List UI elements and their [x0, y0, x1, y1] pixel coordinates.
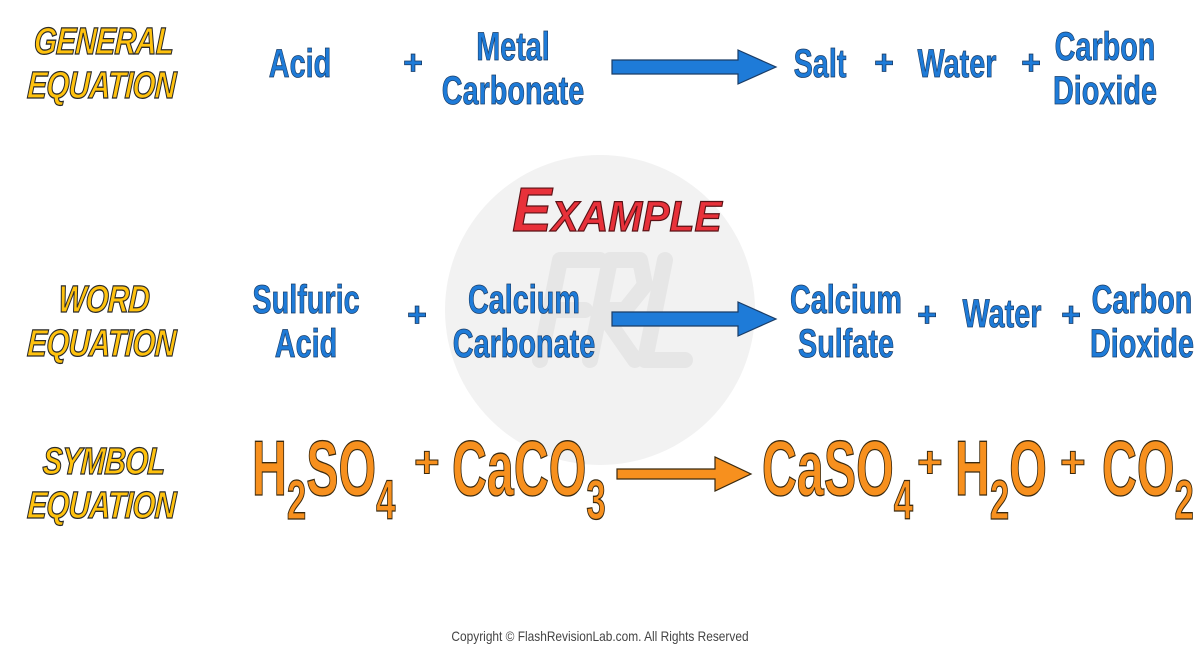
- label-line: WORD: [57, 278, 151, 321]
- formula-water: H2O: [955, 427, 1048, 528]
- text-line: Calcium: [467, 278, 581, 323]
- general-equation-label: GENERAL EQUATION: [26, 20, 179, 108]
- label-line: EQUATION: [26, 64, 177, 107]
- general-product-salt: Salt: [793, 42, 847, 87]
- plus-sign: +: [917, 296, 938, 335]
- plus-sign: +: [403, 44, 424, 83]
- plus-sign: +: [1060, 438, 1087, 488]
- copyright-notice: Copyright © FlashRevisionLab.com. All Ri…: [451, 628, 749, 644]
- general-reactant-acid: Acid: [268, 42, 332, 87]
- arrow-icon: [611, 49, 778, 85]
- subscript: 4: [376, 468, 396, 531]
- word-reactant-calcium-carbonate: Calcium Carbonate: [452, 278, 596, 367]
- formula-carbon-dioxide: CO2: [1102, 427, 1195, 528]
- symbol: CaCO: [452, 424, 587, 512]
- text-line: Sulfate: [797, 322, 895, 367]
- plus-sign: +: [414, 438, 441, 488]
- word-product-carbon-dioxide: Carbon Dioxide: [1089, 278, 1195, 367]
- general-reactant-metal-carbonate: Metal Carbonate: [441, 25, 585, 114]
- symbol: CO: [1102, 424, 1175, 512]
- subscript: 2: [1174, 468, 1194, 531]
- label-line: EQUATION: [26, 484, 177, 527]
- watermark-logo: [532, 252, 693, 368]
- word-product-water: Water: [962, 292, 1042, 337]
- subscript: 3: [586, 468, 606, 531]
- text-line: Carbonate: [452, 322, 596, 367]
- text-line: Dioxide: [1052, 69, 1158, 114]
- formula-calcium-sulfate: CaSO4: [762, 427, 914, 528]
- plus-sign: +: [407, 296, 428, 335]
- text-line: Metal: [476, 25, 550, 70]
- label-line: EQUATION: [26, 322, 177, 365]
- plus-sign: +: [874, 44, 895, 83]
- symbol: H: [252, 424, 288, 512]
- plus-sign: +: [917, 438, 944, 488]
- formula-sulfuric-acid: H2SO4: [252, 427, 396, 528]
- formula-calcium-carbonate: CaCO3: [452, 427, 606, 528]
- word-reactant-sulfuric-acid: Sulfuric Acid: [252, 278, 360, 367]
- symbol-equation-label: SYMBOL EQUATION: [26, 440, 179, 528]
- label-line: GENERAL: [32, 20, 175, 63]
- text-line: Carbon: [1054, 25, 1156, 70]
- subscript: 2: [286, 468, 307, 531]
- text-line: Carbon: [1091, 278, 1193, 323]
- symbol: O: [1009, 424, 1047, 512]
- label-line: SYMBOL: [41, 440, 167, 483]
- subscript: 4: [893, 468, 914, 531]
- symbol: SO: [306, 424, 377, 512]
- plus-sign: +: [1021, 44, 1042, 83]
- text-line: Calcium: [789, 278, 903, 323]
- symbol: CaSO: [762, 424, 894, 512]
- word-equation-label: WORD EQUATION: [26, 278, 179, 366]
- general-product-carbon-dioxide: Carbon Dioxide: [1052, 25, 1158, 114]
- arrow-icon: [611, 301, 778, 337]
- text-line: Sulfuric: [252, 278, 360, 323]
- symbol: H: [955, 424, 991, 512]
- arrow-icon: [616, 456, 753, 492]
- word-product-calcium-sulfate: Calcium Sulfate: [789, 278, 903, 367]
- subscript: 2: [989, 468, 1010, 531]
- plus-sign: +: [1061, 296, 1082, 335]
- text-line: Carbonate: [441, 69, 585, 114]
- text-line: Dioxide: [1089, 322, 1195, 367]
- example-heading: Example: [512, 176, 723, 245]
- general-product-water: Water: [917, 42, 997, 87]
- text-line: Acid: [274, 322, 338, 367]
